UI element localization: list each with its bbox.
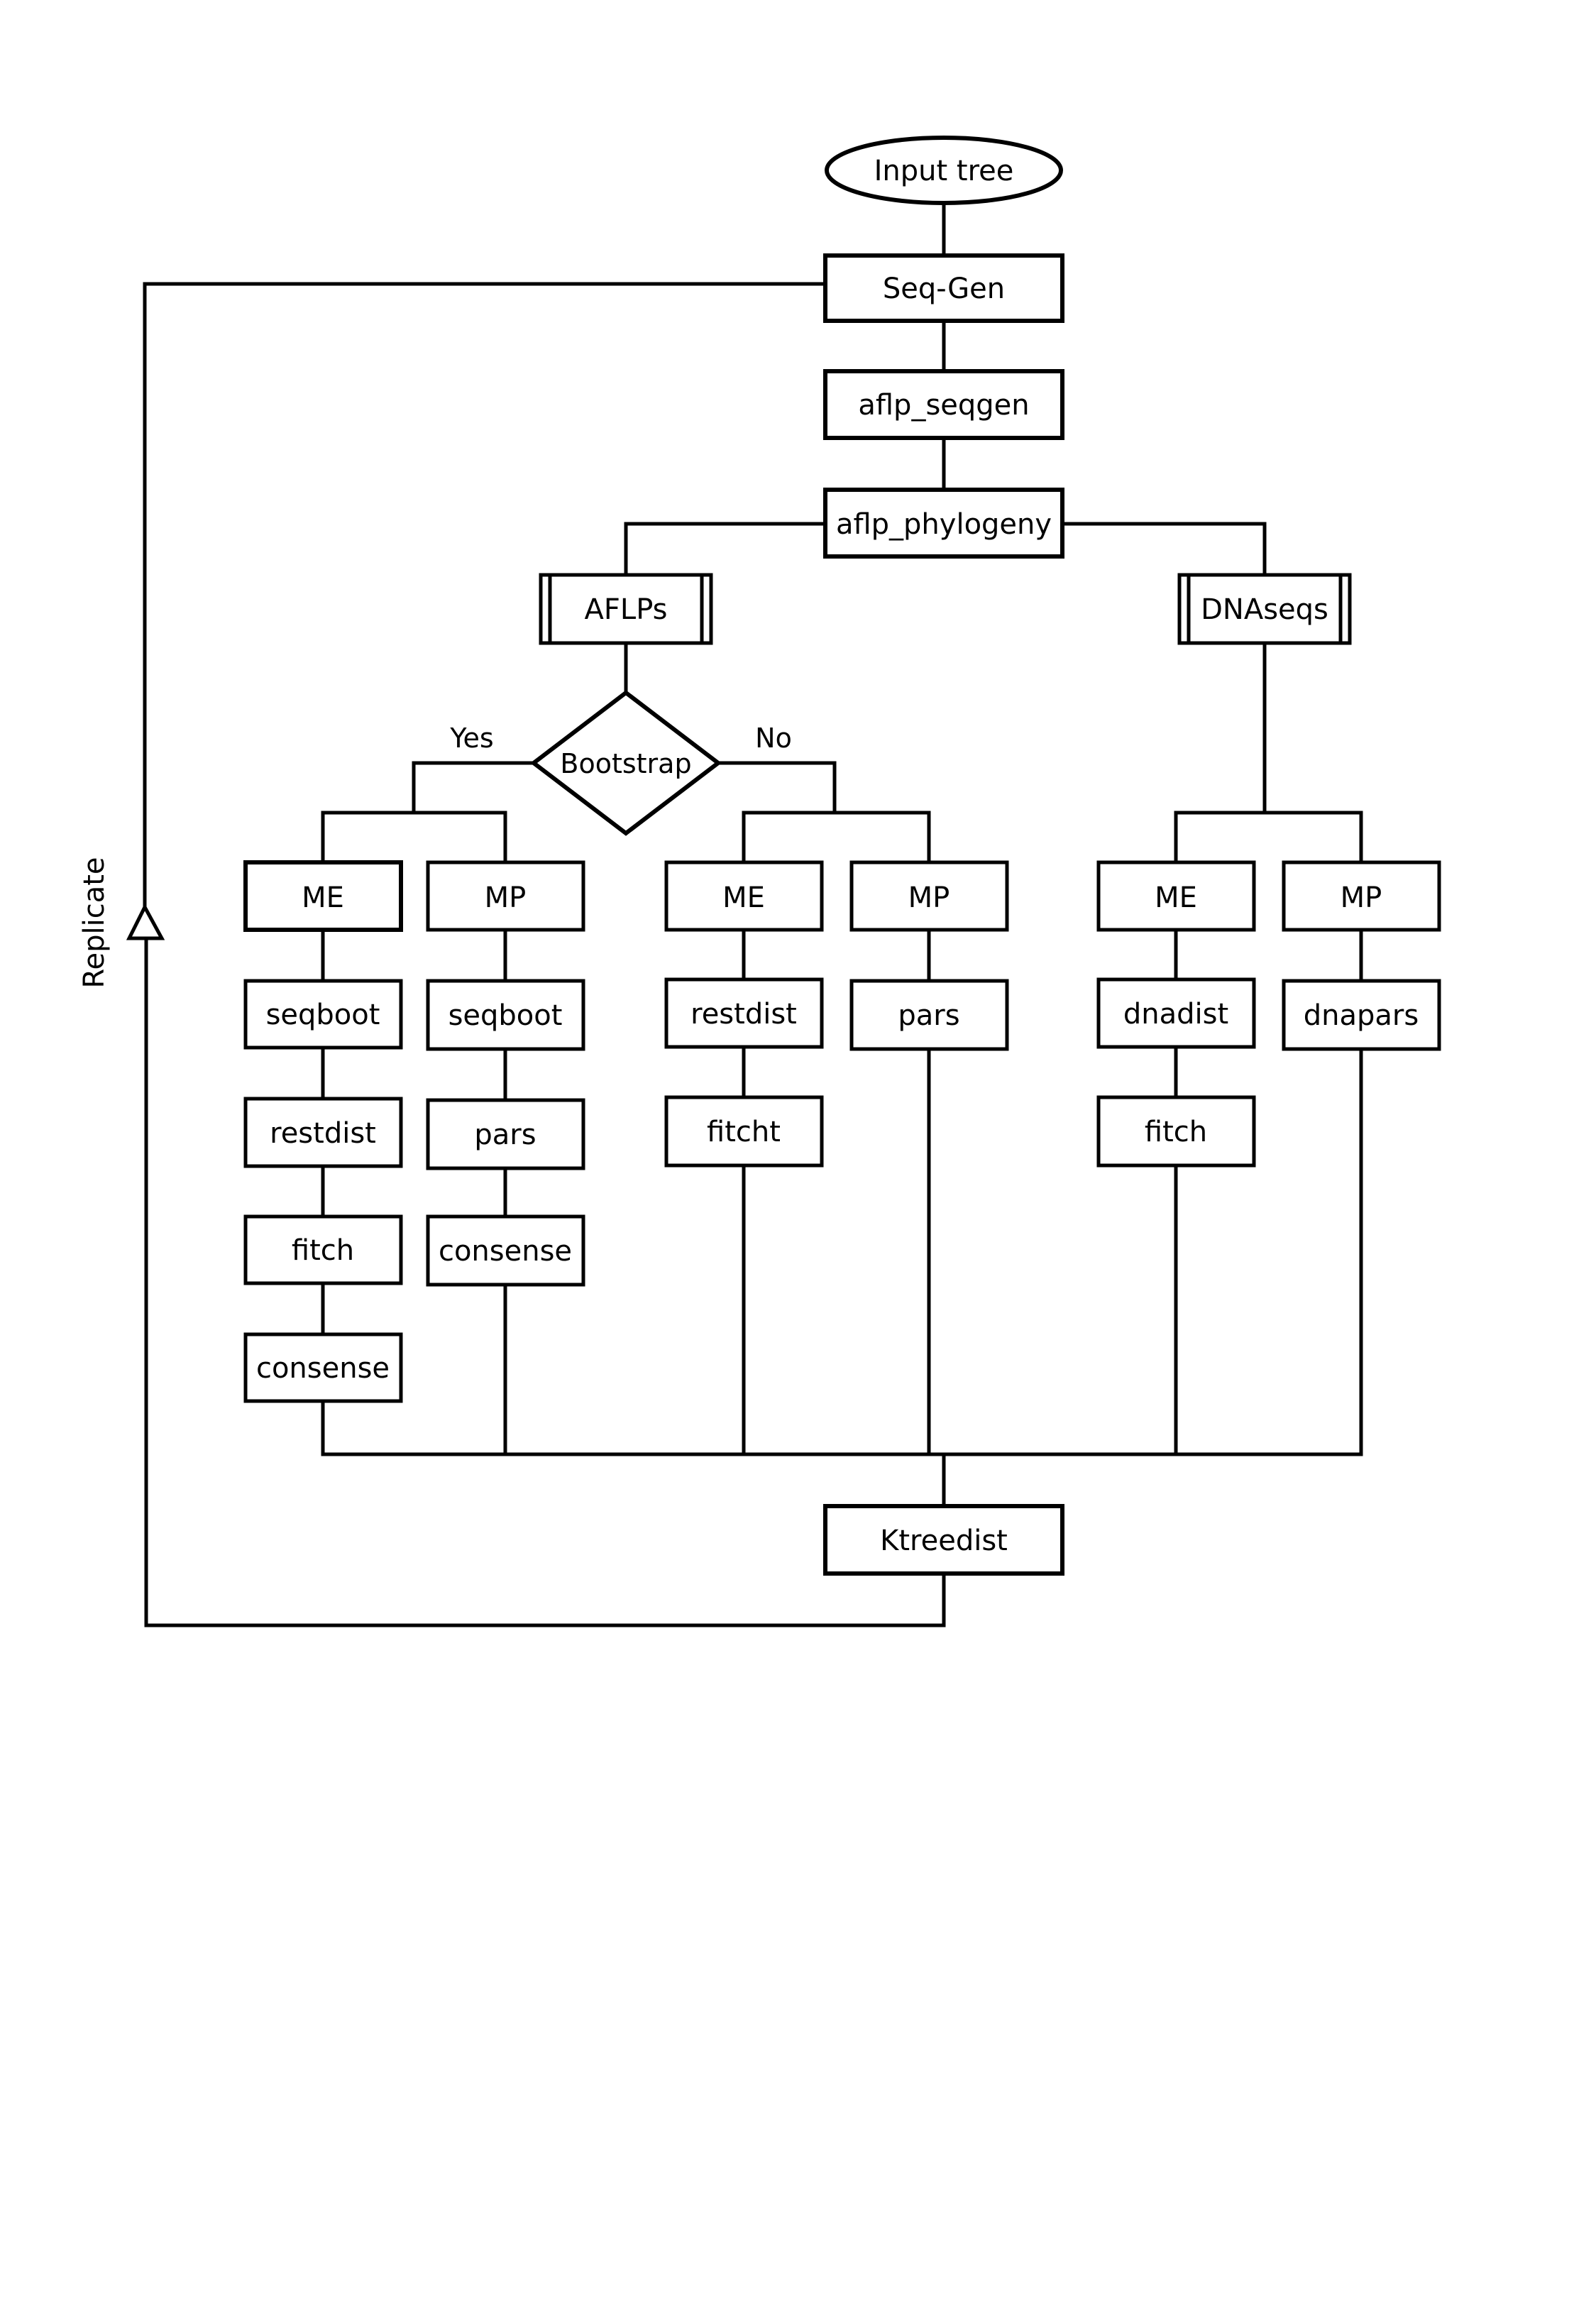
aflp-phylogeny-node: aflp_phylogeny: [823, 488, 1064, 559]
yes-me-column: ME seqboot restdist fitch consense: [243, 860, 403, 1403]
bootstrap-decision: Bootstrap: [530, 690, 722, 836]
dna-me-header: ME: [1155, 882, 1197, 914]
yes-me-header: ME: [302, 882, 344, 914]
no-me-column: ME restdist fitcht: [664, 860, 824, 1168]
start-node: Input tree: [825, 136, 1063, 205]
replicate-label: Replicate: [78, 857, 111, 988]
seqgen-label: Seq-Gen: [883, 273, 1005, 305]
dnaseqs-label: DNAseqs: [1201, 593, 1328, 626]
yes-mp-step: pars: [474, 1119, 536, 1151]
aflps-label: AFLPs: [585, 593, 668, 626]
yes-mp-column: MP seqboot pars consense: [426, 860, 585, 1287]
dna-mp-header: MP: [1341, 882, 1382, 914]
bootstrap-label: Bootstrap: [560, 748, 691, 779]
seqgen-node: Seq-Gen: [823, 253, 1064, 323]
dnaseqs-node: DNAseqs: [1177, 573, 1352, 645]
ktreedist-node: Ktreedist: [823, 1504, 1064, 1576]
aflp-seqgen-node: aflp_seqgen: [823, 369, 1064, 440]
no-me-step: restdist: [690, 998, 797, 1031]
aflps-node: AFLPs: [539, 573, 713, 645]
dna-mp-column: MP dnapars: [1282, 860, 1441, 1051]
replicate-arrow-icon: [126, 903, 165, 940]
yes-me-step: fitch: [292, 1234, 354, 1267]
yes-me-step: consense: [256, 1352, 390, 1385]
no-mp-step: pars: [898, 999, 959, 1032]
yes-mp-step: consense: [439, 1235, 572, 1268]
ktreedist-label: Ktreedist: [880, 1525, 1008, 1557]
no-me-header: ME: [722, 882, 765, 914]
dna-mp-step: dnapars: [1304, 999, 1419, 1032]
yes-me-step: restdist: [270, 1117, 376, 1150]
yes-label: Yes: [449, 723, 493, 754]
dna-me-step: fitch: [1145, 1116, 1207, 1148]
yes-me-step: seqboot: [266, 999, 380, 1031]
connector-lines: [143, 200, 1363, 1627]
aflp-seqgen-label: aflp_seqgen: [858, 389, 1029, 422]
dna-me-step: dnadist: [1123, 998, 1228, 1031]
start-label: Input tree: [874, 155, 1014, 187]
no-me-step: fitcht: [707, 1116, 781, 1148]
yes-mp-step: seqboot: [448, 999, 563, 1032]
dna-me-column: ME dnadist fitch: [1096, 860, 1256, 1168]
yes-mp-header: MP: [485, 882, 527, 914]
no-mp-header: MP: [908, 882, 950, 914]
no-mp-column: MP pars: [849, 860, 1009, 1051]
no-label: No: [755, 723, 792, 754]
aflp-phylogeny-label: aflp_phylogeny: [836, 508, 1052, 541]
